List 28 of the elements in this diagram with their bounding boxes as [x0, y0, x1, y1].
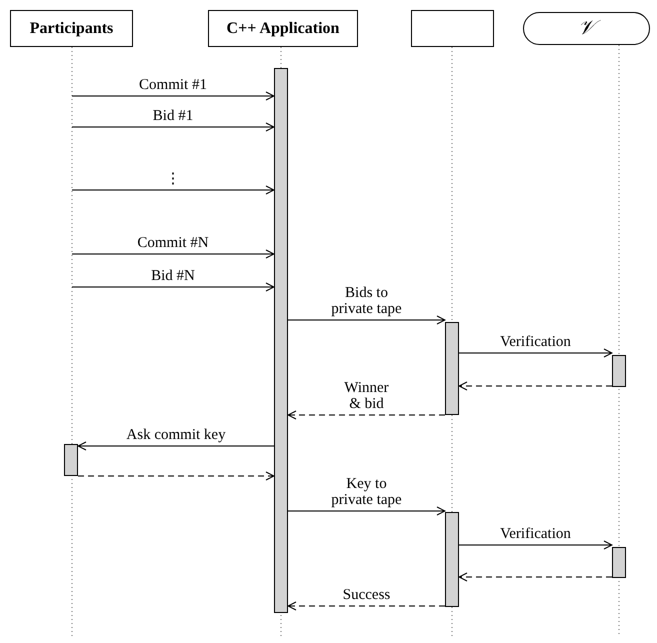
message-arrow — [72, 250, 274, 258]
participant-box: Participants — [10, 10, 133, 47]
return-arrow — [288, 410, 446, 420]
message-arrow — [458, 540, 612, 550]
activation-bar — [612, 547, 626, 578]
activation-bar — [445, 512, 459, 607]
participant-box — [411, 10, 494, 47]
activation-bar — [612, 355, 626, 387]
edge-label: Bids to private tape — [329, 285, 404, 317]
participant-box: 𝒱 — [523, 12, 650, 45]
return-arrow — [288, 602, 446, 610]
message-arrow — [288, 316, 446, 324]
return-arrow — [78, 472, 274, 480]
message-arrow — [72, 92, 274, 100]
message-arrow — [72, 122, 274, 132]
edge-label: Key to private tape — [329, 476, 404, 508]
return-arrow — [458, 572, 612, 582]
activation-bar — [274, 68, 288, 613]
message-arrow — [288, 506, 446, 516]
message-arrow — [72, 186, 274, 194]
edge-label: Ask commit key — [124, 427, 228, 443]
message-arrow — [458, 348, 612, 358]
return-arrow — [458, 382, 612, 390]
participant-box: C++ Application — [208, 10, 358, 47]
activation-bar — [64, 444, 78, 476]
message-arrow — [78, 442, 274, 450]
message-arrow — [72, 282, 274, 292]
activation-bar — [445, 322, 459, 415]
